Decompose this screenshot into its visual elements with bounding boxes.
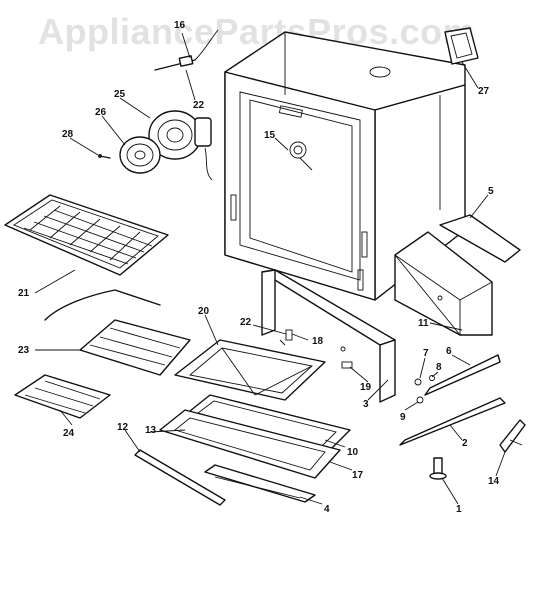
hardware-7-8-9 [414,375,435,404]
fan-blade-part [119,136,161,174]
callout-11: 11 [418,318,429,329]
callout-6: 6 [446,346,452,357]
callout-8: 8 [436,362,442,373]
probe-wire-part [154,29,219,71]
callout-17: 17 [352,470,364,481]
screw-part-28 [98,154,111,159]
callout-13: 13 [145,425,157,436]
callout-19: 19 [360,382,372,393]
watermark-text: AppliancePartsPros.com [38,11,475,52]
callout-21: 21 [18,288,30,299]
callout-18: 18 [312,336,324,347]
oven-cavity [224,31,466,301]
callout-22-lower: 22 [240,317,252,328]
broiler-pan-part [174,339,326,401]
callout-1: 1 [456,504,462,515]
callout-25: 25 [114,89,126,100]
oven-rack-upper [4,194,169,276]
callout-26: 26 [95,107,107,118]
callout-10: 10 [347,447,359,458]
callout-labels: 16 22 25 26 28 27 15 5 21 11 23 20 22 18… [18,20,500,515]
drawer-pan-part [159,394,351,479]
callout-4: 4 [324,504,330,515]
gasket-part [444,27,479,65]
rear-bracket-part [439,214,521,263]
drawer-slide-left [134,449,226,506]
callout-23: 23 [18,345,30,356]
callout-20: 20 [198,306,210,317]
callout-3: 3 [363,399,369,410]
callout-27: 27 [478,86,490,97]
side-panel-part [394,231,493,337]
callout-16: 16 [174,20,186,31]
leveling-leg-1 [429,457,447,480]
callout-7: 7 [423,348,429,359]
drawer-slide-right-upper [424,354,501,396]
leader-lines [34,32,506,505]
callout-14: 14 [488,476,500,487]
callout-24: 24 [63,428,75,439]
callout-28: 28 [62,129,74,140]
callout-22-upper: 22 [193,100,205,111]
convection-fan-motor [148,110,213,181]
broil-rack-part [14,374,111,419]
hardware-18-19-22 [279,329,353,369]
callout-15: 15 [264,130,276,141]
callout-9: 9 [400,412,406,423]
callout-5: 5 [488,186,494,197]
callout-12: 12 [117,422,129,433]
lower-front-frame [261,269,396,403]
callout-2: 2 [462,438,468,449]
drawer-front-part [204,464,316,503]
oven-rack-lower [44,289,191,376]
drawer-slide-right-lower [399,397,506,446]
bracket-14 [499,419,526,453]
